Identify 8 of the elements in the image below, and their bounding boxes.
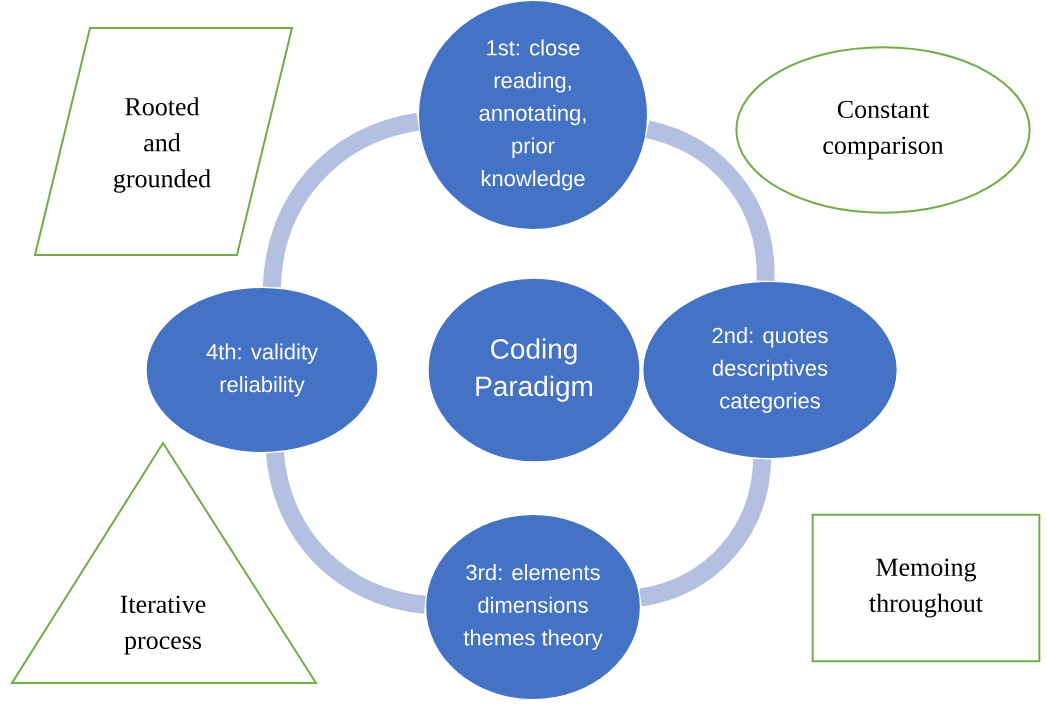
ring-arc (262, 112, 420, 288)
circle-node: 2nd: quotes descriptives categories (642, 280, 898, 460)
circle-node: Coding Paradigm (427, 277, 641, 463)
circle-node: 4th: validity reliability (145, 286, 379, 454)
circle-node: 3rd: elements dimensions themes theory (424, 513, 642, 701)
ring-arc (645, 120, 775, 281)
ring-arc (265, 451, 427, 614)
ring-arc (638, 458, 772, 607)
